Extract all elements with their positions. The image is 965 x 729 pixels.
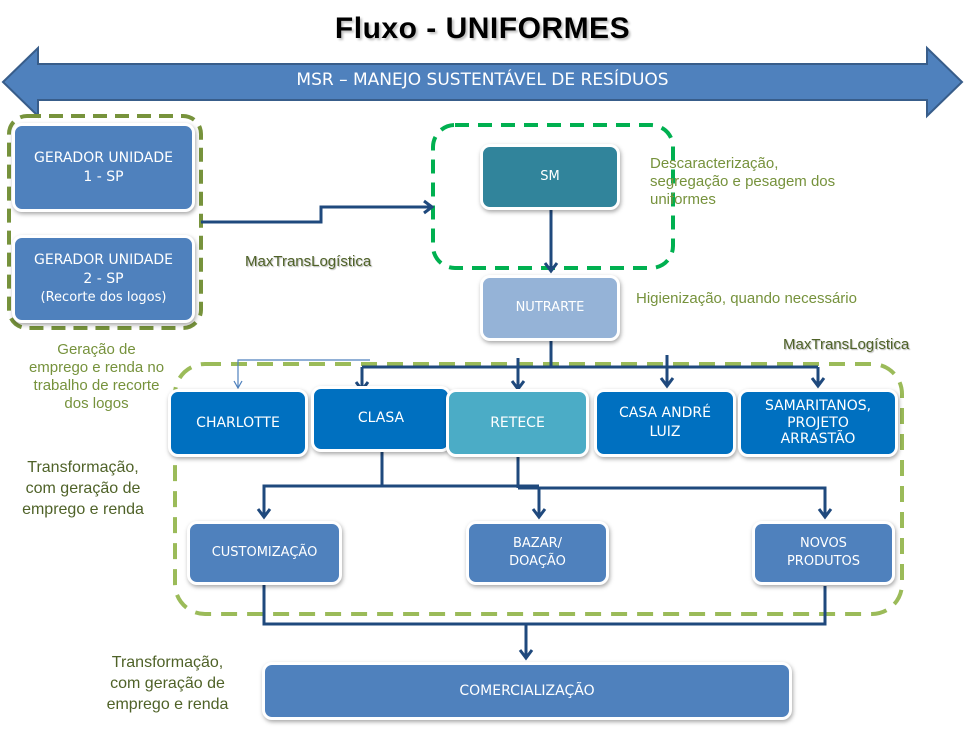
transformation-group-outline — [173, 362, 904, 616]
logistics-label-1: MaxTransLogística — [245, 253, 372, 270]
arrowhead — [423, 199, 435, 215]
double-arrow-icon — [1, 45, 964, 119]
transformation-note-2: Transformação, com geração de emprego e … — [106, 654, 229, 713]
node-gerador-2-sublabel: (Recorte dos logos) — [40, 290, 167, 306]
arrowhead — [233, 380, 243, 390]
arrowhead — [531, 508, 547, 520]
node-gerador-1-label: GERADOR UNIDADE 1 - SP — [34, 149, 173, 185]
banner-label: MSR – MANEJO SUSTENTÁVEL DE RESÍDUOS — [296, 70, 669, 90]
node-novos-produtos-label: NOVOS PRODUTOS — [786, 536, 861, 569]
connector-to-charlotte — [237, 359, 370, 388]
gerador-description: Geração de emprego e renda no trabalho d… — [28, 341, 165, 412]
arrowhead — [659, 377, 675, 389]
logistics-label-2: MaxTransLogística — [783, 336, 910, 353]
node-charlotte-label: CHARLOTTE — [196, 414, 280, 431]
node-bazar-doacao-label: BAZAR/ DOAÇÃO — [509, 536, 566, 569]
arrowhead — [543, 262, 559, 274]
node-casa-andre-luiz-label: CASA ANDRÉ LUIZ — [619, 405, 711, 440]
node-samaritanos-label: SAMARITANOS, PROJETO ARRASTÃO — [764, 397, 872, 448]
node-clasa[interactable]: CLASA — [311, 386, 451, 452]
connector-to-customizacao — [262, 484, 382, 517]
node-casa-andre-luiz[interactable]: CASA ANDRÉ LUIZ — [594, 389, 736, 457]
connector-generator-sm — [201, 205, 432, 224]
node-clasa-label: CLASA — [357, 410, 405, 426]
connector-to-novos — [539, 486, 827, 517]
arrowhead — [817, 508, 833, 520]
node-sm-label: SM — [540, 169, 560, 185]
arrowhead — [256, 508, 272, 520]
node-customizacao[interactable]: CUSTOMIZAÇÃO — [187, 521, 342, 585]
transformation-note-1: Transformação, com geração de emprego e … — [22, 459, 144, 518]
node-customizacao-label: CUSTOMIZAÇÃO — [211, 545, 318, 561]
node-nutrarte-label: NUTRARTE — [515, 300, 585, 316]
node-retece[interactable]: RETECE — [446, 389, 589, 457]
node-retece-label: RETECE — [490, 414, 545, 431]
node-gerador-2[interactable]: GERADOR UNIDADE 2 - SP (Recorte dos logo… — [12, 235, 195, 323]
node-comercializacao-label: COMERCIALIZAÇÃO — [459, 682, 595, 699]
node-charlotte[interactable]: CHARLOTTE — [168, 389, 308, 457]
node-sm[interactable]: SM — [480, 144, 620, 210]
nutrarte-description: Higienização, quando necessário — [636, 290, 857, 307]
sm-description: Descaracterização, segregação e pesagem … — [650, 155, 836, 208]
node-bazar-doacao[interactable]: BAZAR/ DOAÇÃO — [466, 521, 609, 585]
node-nutrarte[interactable]: NUTRARTE — [480, 275, 620, 341]
arrowhead — [518, 649, 534, 661]
node-samaritanos[interactable]: SAMARITANOS, PROJETO ARRASTÃO — [738, 389, 898, 457]
node-gerador-2-label: GERADOR UNIDADE 2 - SP — [34, 252, 173, 288]
arrowhead — [810, 377, 826, 389]
page-title: Fluxo - UNIFORMES — [334, 12, 631, 45]
node-gerador-1[interactable]: GERADOR UNIDADE 1 - SP — [12, 123, 195, 212]
node-comercializacao[interactable]: COMERCIALIZAÇÃO — [262, 662, 792, 720]
node-novos-produtos[interactable]: NOVOS PRODUTOS — [752, 521, 895, 585]
connector-outputs-bus — [262, 584, 827, 626]
